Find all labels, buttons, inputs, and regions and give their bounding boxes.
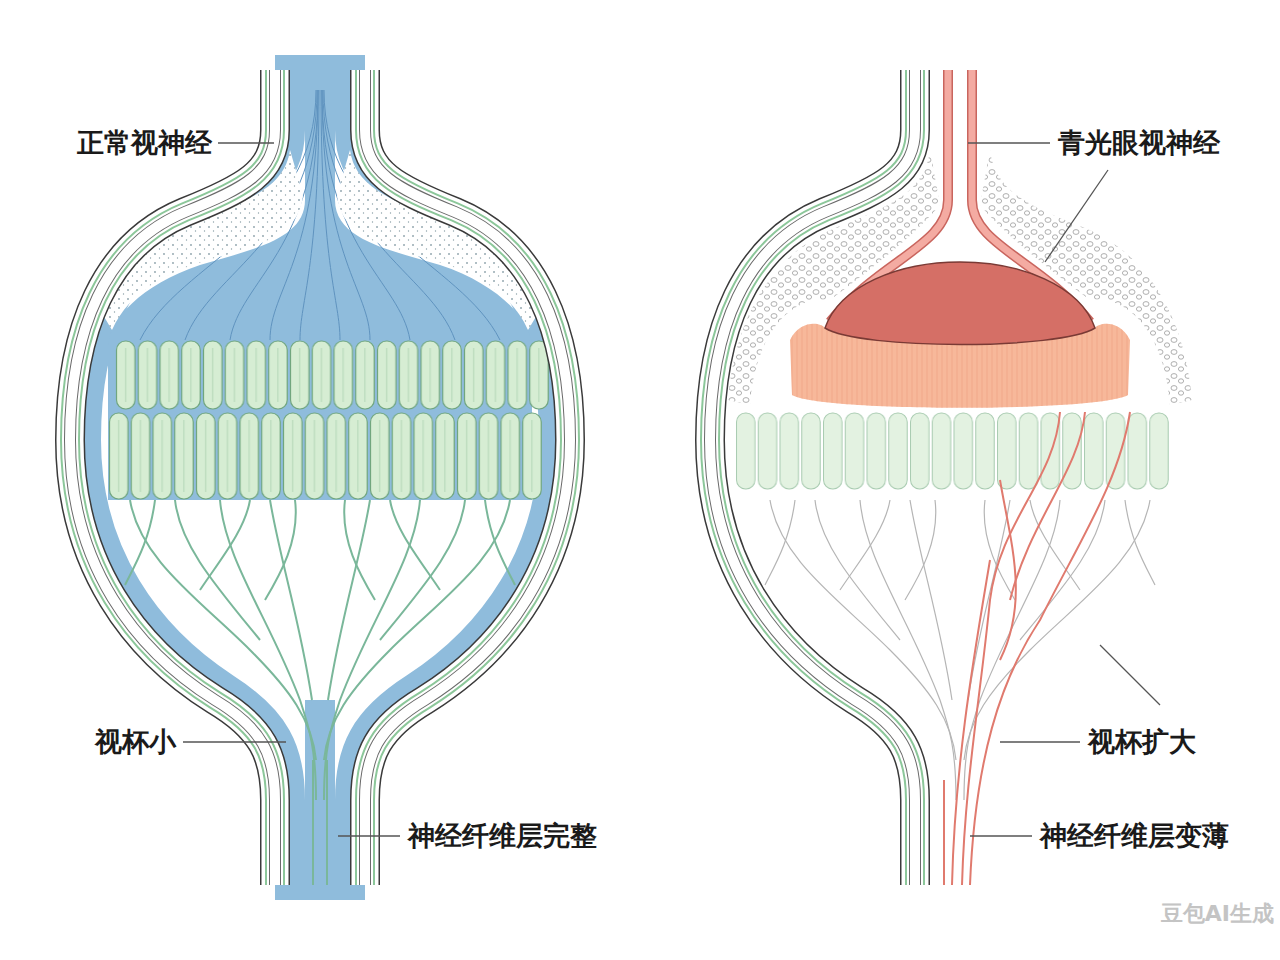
part-label: 神经纤维层变薄 <box>1040 821 1229 851</box>
figure-title: 正常视神经 <box>77 128 212 158</box>
part-label: 神经纤维层完整 <box>408 821 597 851</box>
leader-lines <box>183 143 1160 836</box>
part-label: 视杯扩大 <box>1088 727 1196 757</box>
normal-nerve <box>70 70 570 885</box>
watermark: 豆包AI生成 <box>1161 901 1274 927</box>
part-label: 视杯小 <box>95 727 176 757</box>
glaucoma-nerve <box>710 70 1280 885</box>
figure-title: 青光眼视神经 <box>1058 128 1220 158</box>
